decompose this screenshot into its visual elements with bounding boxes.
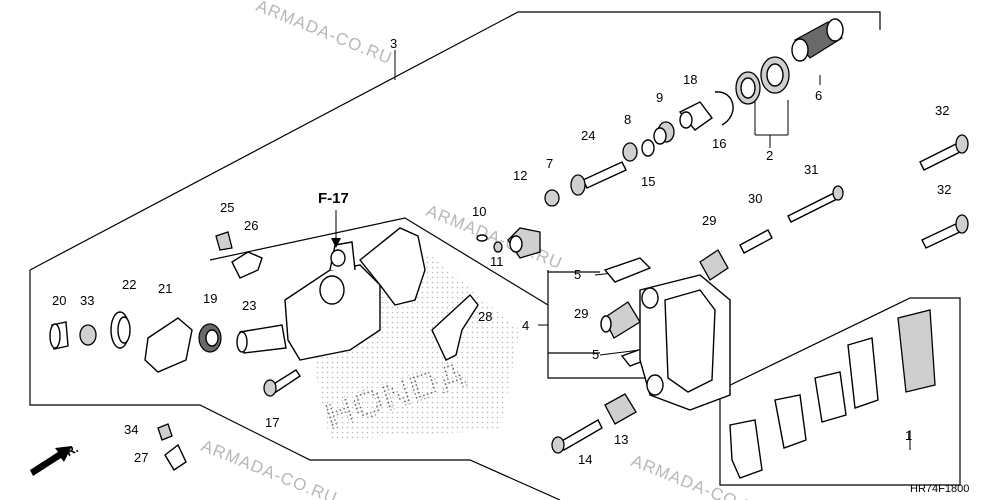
part-19-seal: [198, 323, 222, 353]
section-reference: F-17: [318, 190, 349, 248]
label-32-bottom: 32: [937, 182, 951, 197]
part-32-bolt-bottom: [921, 214, 969, 249]
part-9-spring: [653, 121, 675, 145]
label-28: 28: [478, 309, 492, 324]
watermark-top: ARMADA-CO.RU: [254, 0, 396, 68]
part-5-retainer-top: [603, 257, 652, 283]
label-22: 22: [122, 277, 136, 292]
part-14-bolt: [551, 419, 603, 454]
label-31: 31: [804, 162, 818, 177]
label-14: 14: [578, 452, 592, 467]
part-24-bolt: [570, 161, 627, 196]
part-30-pin: [739, 229, 773, 254]
part-18-adjuster: [678, 101, 713, 131]
part-32-bolt-top: [919, 134, 969, 171]
part-28-pad-spring: [431, 293, 479, 361]
part-7-nut: [544, 189, 560, 207]
label-29-top: 29: [702, 213, 716, 228]
part-21-plate: [144, 317, 193, 373]
label-7: 7: [546, 156, 553, 171]
part-8-washer: [622, 142, 638, 162]
part-13-boot: [604, 393, 637, 425]
label-27: 27: [134, 450, 148, 465]
label-30: 30: [748, 191, 762, 206]
part-27-clip: [164, 443, 187, 471]
diagram-code: HR74F1800: [910, 483, 969, 495]
part-17-bolt: [263, 369, 301, 397]
part-31-pin: [787, 185, 844, 223]
label-23: 23: [242, 298, 256, 313]
part-34-cap: [157, 423, 173, 441]
label-24: 24: [581, 128, 595, 143]
caliper-bracket: [639, 274, 731, 411]
label-4: 4: [522, 318, 529, 333]
part-12-lever: [507, 227, 541, 259]
part-25-bleeder: [215, 231, 233, 251]
label-18: 18: [683, 72, 697, 87]
assembly-frame-4: [209, 217, 549, 306]
label-9: 9: [656, 90, 663, 105]
part-33-washer: [79, 324, 97, 346]
label-20: 20: [52, 293, 66, 308]
label-29-left: 29: [574, 306, 588, 321]
assembly-frame-4-right: [547, 270, 650, 379]
assembly-frame-3: [29, 270, 561, 500]
part-10-ring: [476, 234, 488, 242]
label-6: 6: [815, 88, 822, 103]
part-2-seals: [735, 56, 790, 105]
part-29-boot-top: [699, 249, 729, 281]
section-ref-label: F-17: [318, 190, 349, 207]
brake-pads: [729, 309, 936, 479]
label-5-top: 5: [574, 267, 581, 282]
label-25: 25: [220, 200, 234, 215]
label-12: 12: [513, 168, 527, 183]
label-13: 13: [614, 432, 628, 447]
part-26-clip: [231, 251, 263, 279]
label-5-bottom: 5: [592, 347, 599, 362]
part-16-circlip: [714, 91, 734, 126]
part-23-piston: [236, 324, 287, 354]
assembly-frame-3-top: [29, 11, 881, 271]
label-32-top: 32: [935, 103, 949, 118]
label-33: 33: [80, 293, 94, 308]
fr-label: FR.: [57, 441, 81, 462]
part-11-washer: [493, 241, 503, 253]
label-1: 1: [905, 428, 912, 443]
label-11: 11: [490, 254, 504, 269]
part-29-boot-left: [600, 301, 641, 339]
label-16: 16: [712, 136, 726, 151]
label-10: 10: [472, 204, 486, 219]
label-8: 8: [624, 112, 631, 127]
label-26: 26: [244, 218, 258, 233]
assembly-frame-1: [719, 297, 961, 486]
label-15: 15: [641, 174, 655, 189]
caliper-body: [284, 227, 426, 361]
label-21: 21: [158, 281, 172, 296]
leader-lines: [394, 50, 911, 450]
part-22-spring: [110, 311, 131, 349]
label-2: 2: [766, 148, 773, 163]
label-3: 3: [390, 36, 397, 51]
part-15-washer: [641, 139, 655, 157]
part-labels: 3 6 2 18 16 9 8 15 24 7 12 10 11 32 32 3…: [52, 36, 951, 467]
label-34: 34: [124, 422, 138, 437]
front-direction-arrow: FR.: [30, 441, 80, 476]
label-17: 17: [265, 415, 279, 430]
label-19: 19: [203, 291, 217, 306]
part-6-sleeve: [791, 18, 844, 62]
watermark-bottom-left: ARMADA-CO.RU: [199, 436, 341, 500]
part-20-cap: [49, 321, 69, 350]
